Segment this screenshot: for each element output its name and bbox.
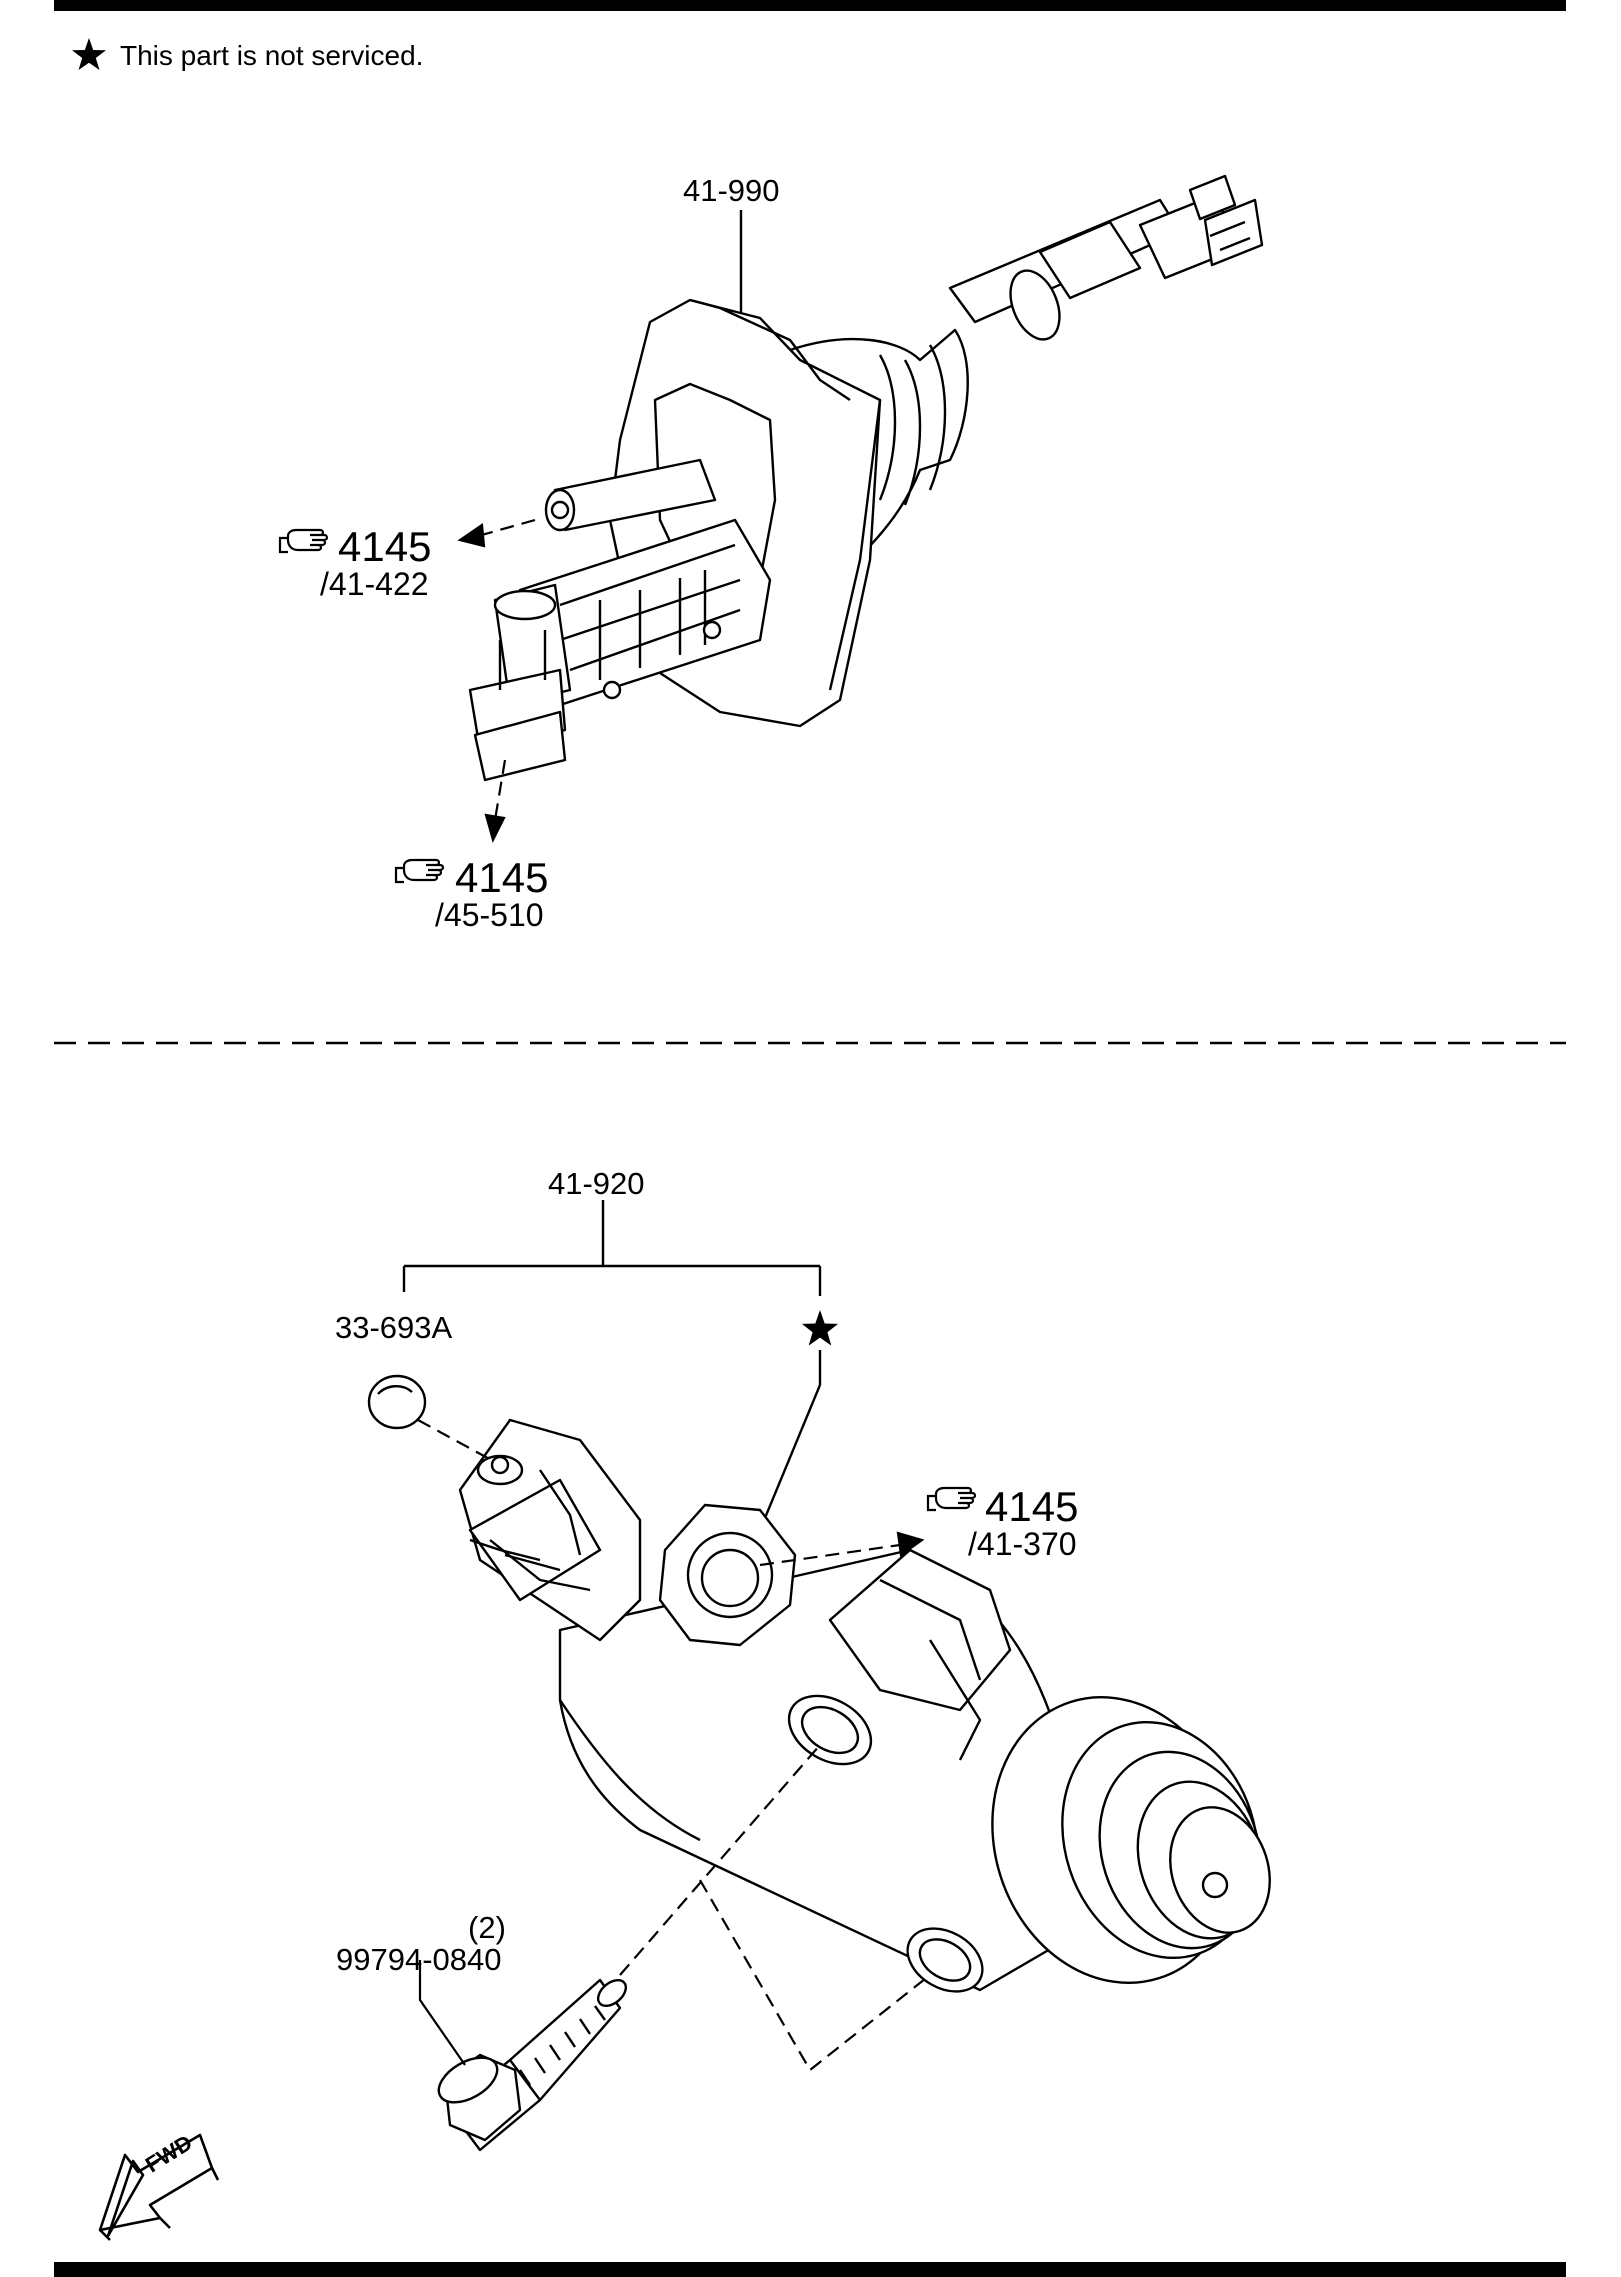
part-label-41-920: 41-920 bbox=[548, 1166, 645, 1201]
callout-sub-41-422: /41-422 bbox=[320, 566, 429, 602]
part-label-33-693a: 33-693A bbox=[335, 1310, 453, 1345]
part-label-41-990: 41-990 bbox=[683, 173, 780, 208]
master-cylinder-lower-drawing bbox=[367, 1374, 1271, 2152]
bolt-quantity: (2) bbox=[468, 1910, 506, 1945]
callout-ref-4145: 4145 bbox=[455, 854, 549, 901]
part-group-bracket bbox=[402, 1200, 822, 1531]
bottom-border bbox=[54, 2262, 1566, 2277]
legend-text: This part is not serviced. bbox=[120, 40, 424, 71]
pointing-hand-icon bbox=[394, 858, 445, 884]
top-border bbox=[54, 0, 1566, 11]
callout-ref-4145: 4145 bbox=[338, 523, 432, 570]
callout-sub-45-510: /45-510 bbox=[435, 897, 544, 933]
star-icon bbox=[801, 1310, 839, 1346]
callout-sub-41-370: /41-370 bbox=[968, 1526, 1077, 1562]
star-icon bbox=[72, 38, 106, 70]
part-label-99794-0840: 99794-0840 bbox=[336, 1942, 502, 1977]
callout-ref-4145: 4145 bbox=[985, 1483, 1079, 1530]
master-cylinder-upper-drawing bbox=[468, 174, 1264, 782]
fwd-arrow bbox=[98, 2133, 220, 2241]
lower-callout-arrows bbox=[417, 1419, 931, 2072]
pointing-hand-icon bbox=[926, 1486, 977, 1512]
upper-callout-arrows bbox=[457, 518, 536, 844]
pointing-hand-icon bbox=[278, 528, 329, 554]
